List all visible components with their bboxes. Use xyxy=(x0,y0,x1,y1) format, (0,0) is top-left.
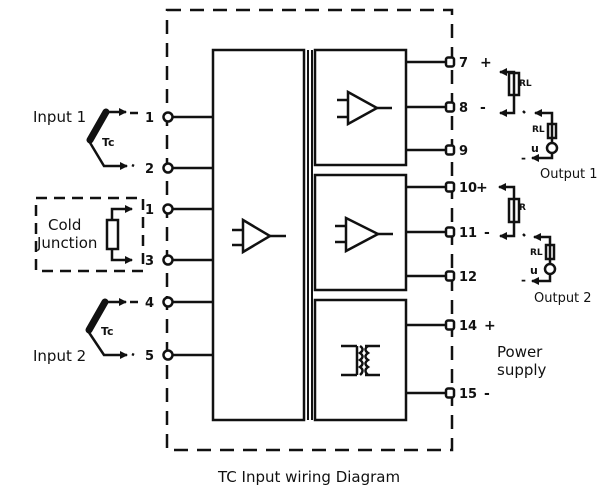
terminal-polarity: + xyxy=(480,55,492,71)
power-block xyxy=(313,298,408,422)
output-terminal[interactable]: 9 xyxy=(406,144,468,159)
output2-block xyxy=(313,173,408,292)
output1-label: Output 1 xyxy=(540,167,598,182)
terminal-screw[interactable] xyxy=(444,144,456,156)
input-terminal[interactable]: 4 xyxy=(145,296,213,311)
thermocouple-input1 xyxy=(86,108,138,170)
terminal-screw[interactable] xyxy=(162,296,174,308)
input2-label: Input 2 xyxy=(33,347,86,365)
terminal-screw[interactable] xyxy=(444,101,456,113)
cold-junction-label-line2: Junction xyxy=(36,234,97,252)
output-terminal[interactable]: 8- xyxy=(406,100,486,116)
terminal-polarity: - xyxy=(484,386,490,402)
output-terminal[interactable]: 12 xyxy=(406,270,477,285)
terminal-screw[interactable] xyxy=(162,162,174,174)
output1-source-u-label: u xyxy=(531,142,539,155)
output-terminal[interactable]: 14 + xyxy=(406,318,496,334)
input-terminal[interactable]: 2 xyxy=(145,162,213,177)
cold-junction-sensor xyxy=(105,205,133,264)
tc-label-input2: Tc xyxy=(101,325,114,338)
terminal-polarity: + xyxy=(484,318,496,334)
terminal-screw[interactable] xyxy=(444,226,456,238)
terminal-screw[interactable] xyxy=(162,203,174,215)
power-supply-label-line1: Power xyxy=(497,343,543,361)
output2-source-rl-label: RL xyxy=(530,248,543,258)
terminal-number: 2 xyxy=(145,162,154,177)
terminal-screw[interactable] xyxy=(444,387,456,399)
output2-source-minus: - xyxy=(521,273,526,287)
input-block xyxy=(211,48,306,422)
terminal-number: 10 xyxy=(459,181,477,196)
terminal-screw[interactable] xyxy=(162,111,174,123)
output-terminal[interactable]: 7+ xyxy=(406,55,492,71)
output1-rl-label: RL xyxy=(519,79,532,89)
output1-block xyxy=(313,48,408,167)
terminal-number: 3 xyxy=(145,254,154,269)
output2-label: Output 2 xyxy=(534,291,592,306)
input-terminal[interactable]: 1 xyxy=(145,111,213,126)
terminal-polarity: + xyxy=(476,180,488,196)
thermocouple-input2 xyxy=(85,298,138,359)
terminal-screw[interactable] xyxy=(162,349,174,361)
output2-source-u-label: u xyxy=(530,264,538,277)
output1-source-rl-label: RL xyxy=(532,125,545,135)
output1-load-circuit xyxy=(499,68,559,162)
terminal-polarity: - xyxy=(480,100,486,116)
terminal-screw[interactable] xyxy=(444,270,456,282)
output1-source-minus: - xyxy=(521,151,526,165)
module-enclosure xyxy=(165,8,454,452)
cold-junction-label-line1: Cold xyxy=(48,216,81,234)
terminal-number: 5 xyxy=(145,349,154,364)
output2-amplifier-icon xyxy=(335,215,393,254)
terminal-screw[interactable] xyxy=(162,254,174,266)
output2-load-circuit xyxy=(498,183,557,285)
terminal-number: 14 xyxy=(459,319,477,334)
output-terminal[interactable]: 11- xyxy=(406,225,490,241)
power-supply-label-line2: supply xyxy=(497,361,547,379)
terminal-number: 12 xyxy=(459,270,477,285)
diagram-title: TC Input wiring Diagram xyxy=(217,468,400,486)
transformer-icon xyxy=(341,344,380,377)
tc-label-input1: Tc xyxy=(102,136,115,149)
terminal-screw[interactable] xyxy=(444,56,456,68)
terminal-number: 8 xyxy=(459,101,468,116)
terminal-polarity: - xyxy=(484,225,490,241)
terminal-screw[interactable] xyxy=(444,319,456,331)
terminal-number: 7 xyxy=(459,56,468,71)
input-amplifier-icon xyxy=(232,217,286,255)
output-terminal[interactable]: 15- xyxy=(406,386,490,402)
terminal-number: 1 xyxy=(145,203,154,218)
terminal-number: 1 xyxy=(145,111,154,126)
terminal-screw[interactable] xyxy=(444,181,456,193)
terminal-number: 15 xyxy=(459,387,477,402)
output-terminal[interactable]: 10+ xyxy=(406,180,488,196)
output1-amplifier-icon xyxy=(337,89,392,127)
terminal-number: 9 xyxy=(459,144,468,159)
terminal-number: 4 xyxy=(145,296,154,311)
terminal-number: 11 xyxy=(459,226,477,241)
input-terminal[interactable]: 1 xyxy=(145,203,213,218)
input-terminal[interactable]: 3 xyxy=(145,254,213,269)
input1-label: Input 1 xyxy=(33,108,86,126)
output2-r-label: R xyxy=(519,203,526,213)
input-terminal[interactable]: 5 xyxy=(145,349,213,364)
